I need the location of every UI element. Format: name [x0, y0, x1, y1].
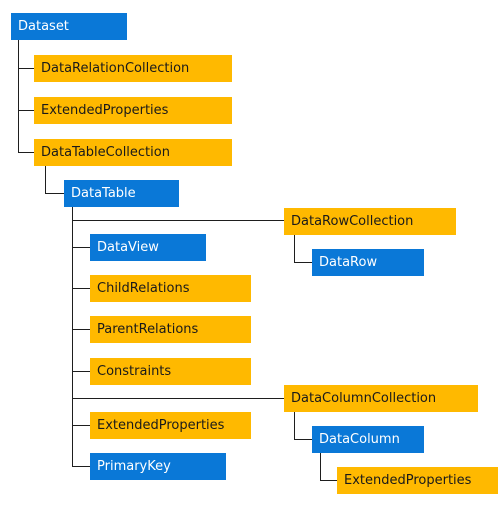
- connector-line: [72, 329, 90, 330]
- connector-line: [72, 425, 90, 426]
- node-constraints: Constraints: [90, 358, 251, 385]
- node-extended-properties-column: ExtendedProperties: [337, 467, 498, 494]
- connector-line: [72, 371, 90, 372]
- connector-line: [45, 193, 64, 194]
- connector-line: [18, 110, 34, 111]
- connector-line: [320, 480, 337, 481]
- connector-line: [72, 288, 90, 289]
- node-data-row-collection: DataRowCollection: [284, 208, 456, 235]
- connector-line: [18, 152, 34, 153]
- node-data-table-collection: DataTableCollection: [34, 139, 232, 166]
- connector-line: [72, 398, 284, 399]
- connector-line: [320, 453, 321, 480]
- connector-line: [72, 220, 284, 221]
- node-data-column-collection: DataColumnCollection: [284, 385, 478, 412]
- node-parent-relations: ParentRelations: [90, 316, 251, 343]
- node-data-relation-collection: DataRelationCollection: [34, 55, 232, 82]
- node-data-row: DataRow: [312, 249, 424, 276]
- connector-line: [294, 235, 295, 262]
- node-data-view: DataView: [90, 234, 206, 261]
- node-extended-properties-table: ExtendedProperties: [90, 412, 251, 439]
- connector-line: [72, 247, 90, 248]
- node-data-table: DataTable: [64, 180, 179, 207]
- connector-line: [72, 466, 90, 467]
- connector-line: [294, 412, 295, 439]
- connector-line: [18, 68, 34, 69]
- connector-line: [18, 39, 19, 152]
- node-child-relations: ChildRelations: [90, 275, 251, 302]
- connector-line: [45, 165, 46, 193]
- connector-line: [72, 207, 73, 466]
- node-dataset: Dataset: [11, 13, 127, 40]
- node-extended-properties-dataset: ExtendedProperties: [34, 97, 232, 124]
- node-primary-key: PrimaryKey: [90, 453, 226, 480]
- connector-line: [294, 262, 312, 263]
- node-data-column: DataColumn: [312, 426, 424, 453]
- connector-line: [294, 439, 312, 440]
